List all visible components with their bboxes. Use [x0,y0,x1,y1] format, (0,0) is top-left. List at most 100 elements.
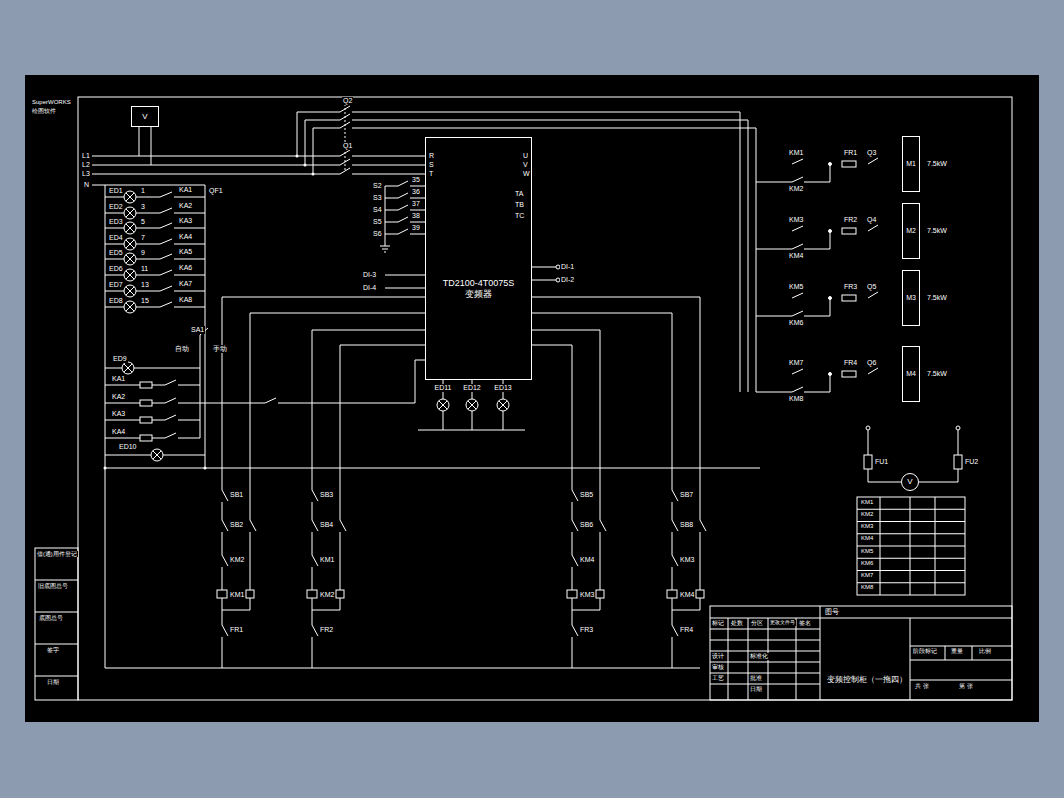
selector-wire [105,328,208,455]
part-label: FR3 [843,283,858,291]
lamp-symbol [497,399,509,411]
part-label: 7.5kW [926,227,948,235]
device-box: M1 [902,136,920,192]
part-label: ED13 [493,384,513,392]
part-label: 35 [411,176,421,184]
part-label: 36 [411,188,421,196]
part-label: 13 [140,281,150,289]
lamp-symbol [151,449,163,461]
terminal-dot [956,426,960,430]
part-label: KA2 [178,202,193,210]
part-label: 底图总号 [38,615,64,622]
part-label: S [428,161,435,169]
part-label: 15 [140,297,150,305]
part-label: KA4 [111,428,126,436]
part-label: 7.5kW [926,294,948,302]
part-label: KA7 [178,280,193,288]
junction-dot [304,164,307,167]
part-label: ED7 [108,281,124,289]
part-label: SB3 [319,491,334,499]
part-label: FR4 [843,359,858,367]
part-label: 旧底图总号 [37,583,69,590]
inner-frame [78,97,1012,700]
meter-circle: V [901,473,919,491]
part-label: KM4 [860,535,874,542]
device-box: M4 [902,346,920,402]
part-label: S2 [372,182,383,190]
part-label: 共 张 [914,683,930,690]
ladder-rung [307,468,318,668]
part-label: SA1 [190,326,205,334]
part-label: 5 [140,218,146,226]
part-label: L2 [81,161,91,169]
part-label: ED2 [108,203,124,211]
indicator-wire [418,380,525,430]
part-label: 1 [140,187,146,195]
ladder-rung [567,468,578,668]
breaker-link [345,104,346,170]
part-label: 签字 [46,647,60,654]
part-label: Q3 [866,149,877,157]
part-label: V [522,161,529,169]
part-label: 工艺 [711,675,725,682]
part-label: KM4 [788,252,804,260]
part-label: 9 [140,249,146,257]
part-label: TC [514,212,525,220]
part-label: 7.5kW [926,370,948,378]
part-label: KM3 [579,591,595,599]
part-label: 批准 [749,675,763,682]
part-label: KM2 [229,556,245,564]
part-label: R [428,152,435,160]
part-label: 设计 [711,653,725,660]
power-wire [92,112,756,392]
part-label: TA [514,190,524,198]
part-label: ED5 [108,249,124,257]
part-label: 更改文件号 [769,620,796,626]
side-strip [35,548,78,700]
part-label: SB6 [579,521,594,529]
part-label: T [428,170,434,178]
ladder-rung [572,468,606,610]
part-label: 11 [140,265,149,273]
ladder-rung [667,468,678,668]
part-label: S4 [372,206,383,214]
node-text: M4 [906,370,916,378]
part-label: 变频控制柜（一拖四） [826,676,908,685]
part-label: KA5 [178,248,193,256]
part-label: Q6 [866,359,877,367]
part-label: ED10 [118,443,138,451]
part-label: L3 [81,170,91,178]
part-label: DI-3 [362,271,377,279]
part-label: KM7 [860,572,874,579]
motor-branch [756,368,878,392]
part-label: S5 [372,218,383,226]
device-box: M2 [902,203,920,259]
lamp-symbol [466,399,478,411]
part-label: 图号 [824,608,840,616]
part-label: KM6 [788,319,804,327]
junction-dot [204,467,207,470]
node-text: V [142,112,147,121]
part-label: ED4 [108,234,124,242]
node-text: M2 [906,227,916,235]
part-label: KM2 [319,591,335,599]
node-text: M3 [906,294,916,302]
part-label: Q4 [866,216,877,224]
side-strip-grid [35,580,78,676]
part-label: KM7 [788,359,804,367]
motor-branch [756,158,878,182]
part-label: 绘图软件 [31,108,57,115]
part-label: KM1 [229,591,245,599]
part-label: KA3 [178,217,193,225]
part-label: 7.5kW [926,160,948,168]
part-label: SB7 [679,491,694,499]
part-label: SB2 [229,521,244,529]
junction-dot [296,155,299,158]
part-label: 自动 [174,345,190,353]
part-label: Q5 [866,283,877,291]
part-label: SuperWORKS [31,99,72,106]
node-text: V [907,477,912,486]
title-block-grid [710,606,1012,700]
part-label: KM1 [860,499,874,506]
